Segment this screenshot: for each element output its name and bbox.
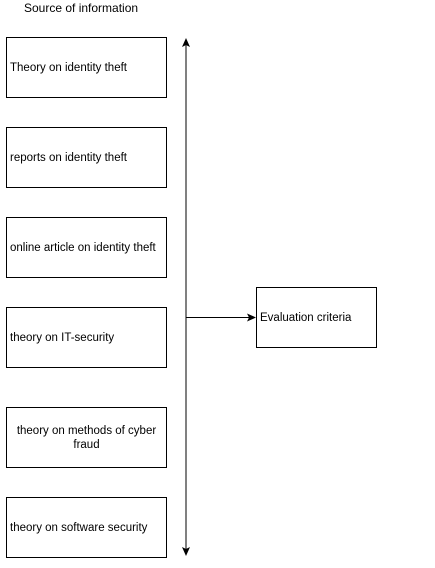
arrowhead-down-icon (182, 547, 190, 556)
source-box-online-article: online article on identity theft (6, 217, 167, 278)
evaluation-label: Evaluation criteria (260, 311, 352, 324)
source-label: theory on methods of cyber fraud (16, 424, 157, 451)
source-box-identity-theory: Theory on identity theft (6, 37, 167, 98)
arrowhead-up-icon (182, 38, 190, 47)
source-box-software-security: theory on software security (6, 497, 167, 558)
source-box-it-security: theory on IT-security (6, 307, 167, 368)
diagram-title: Source of information (24, 1, 139, 15)
source-box-cyber-fraud: theory on methods of cyber fraud (6, 407, 167, 468)
source-label: Theory on identity theft (10, 61, 127, 74)
source-label: online article on identity theft (10, 241, 156, 254)
evaluation-criteria-box: Evaluation criteria (256, 287, 377, 348)
source-label: theory on IT-security (10, 331, 115, 344)
source-box-identity-reports: reports on identity theft (6, 127, 167, 188)
arrowhead-right-icon (247, 313, 256, 322)
source-label: theory on software security (10, 521, 148, 534)
source-label: reports on identity theft (10, 151, 127, 164)
